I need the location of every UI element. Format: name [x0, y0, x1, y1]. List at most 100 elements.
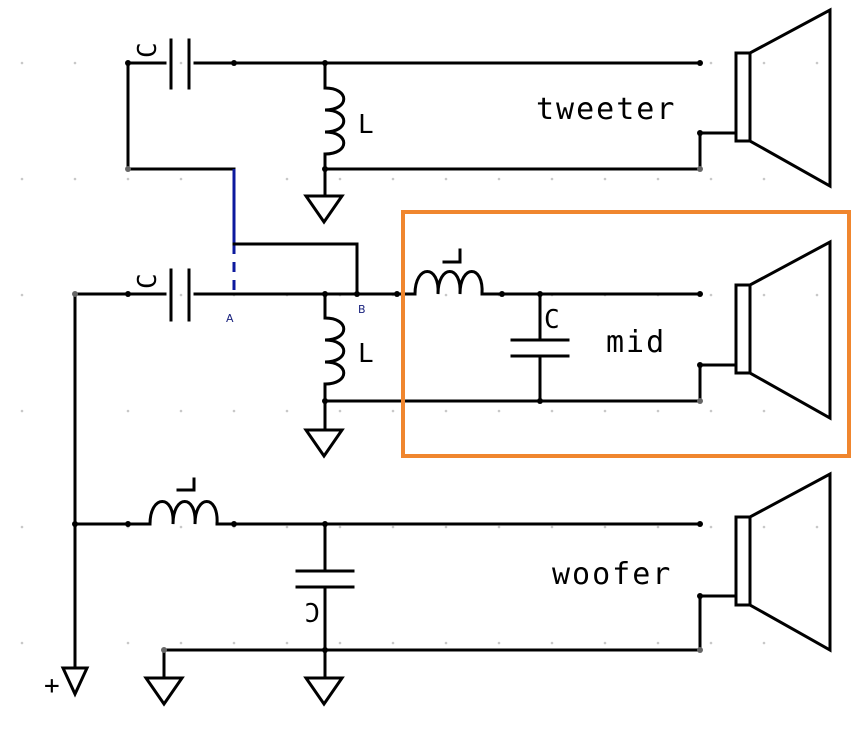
mid-selection-box[interactable]: [401, 210, 851, 458]
grid-dot: [391, 409, 395, 413]
grid-dot: [709, 61, 713, 65]
grid-dot: [179, 641, 183, 645]
mid-shunt-inductor[interactable]: [323, 292, 346, 430]
woofer-capacitor[interactable]: [295, 522, 355, 678]
grid-dot: [497, 177, 501, 181]
grid-dot: [762, 409, 766, 413]
grid-dot: [550, 641, 554, 645]
mid-label: mid: [606, 325, 666, 360]
tweeter-speaker-icon: [734, 7, 832, 189]
supply-label: +: [44, 671, 60, 701]
tweeter-ground-icon: [303, 194, 345, 225]
grid-dot: [126, 409, 130, 413]
grid-dot: [709, 177, 713, 181]
tweeter-inductor-label: L: [358, 110, 374, 140]
node-b-label: B: [358, 303, 366, 316]
woofer-speaker-icon: [734, 471, 832, 653]
grid-dot: [762, 177, 766, 181]
grid-dot: [603, 177, 607, 181]
grid-dot: [497, 409, 501, 413]
grid-dot: [656, 409, 660, 413]
grid-dot: [126, 177, 130, 181]
mid-series-capacitor-label: C: [133, 273, 163, 289]
grid-dot: [179, 61, 183, 65]
grid-dot: [73, 61, 77, 65]
mid-branch: mid C L C B: [72, 239, 832, 652]
mid-series-inductor[interactable]: [413, 248, 484, 295]
grid-dot: [232, 641, 236, 645]
grid-dot: [391, 177, 395, 181]
grid-dot: [656, 641, 660, 645]
grid-dot: [179, 525, 183, 529]
mid-capacitor[interactable]: [169, 268, 191, 322]
grid-dot: [444, 293, 448, 297]
grid-dot: [179, 177, 183, 181]
grid-dot: [338, 409, 342, 413]
grid-dot: [444, 177, 448, 181]
grid-dot: [20, 293, 24, 297]
mid-speaker-icon: [734, 239, 832, 421]
grid-dot: [497, 525, 501, 529]
grid-dot: [550, 525, 554, 529]
grid-dot: [762, 641, 766, 645]
tweeter-capacitor[interactable]: [169, 38, 191, 90]
grid-dot: [126, 641, 130, 645]
tweeter-branch: tweeter C L: [125, 7, 832, 225]
grid-dot: [762, 293, 766, 297]
supply-ground-icon: [143, 676, 185, 707]
supply-input[interactable]: +: [44, 648, 90, 701]
grid-dot: [656, 525, 660, 529]
mid-capacitor-label: C: [544, 305, 560, 335]
grid-dot: [815, 525, 819, 529]
grid-dot: [285, 641, 289, 645]
grid-dot: [603, 641, 607, 645]
grid-dot: [179, 409, 183, 413]
mid-ground-icon: [303, 428, 345, 459]
grid-dot: [550, 409, 554, 413]
mid-shunt-capacitor[interactable]: [510, 292, 570, 403]
grid-dot: [20, 409, 24, 413]
grid-dot: [338, 525, 342, 529]
grid-dot: [603, 525, 607, 529]
tweeter-capacitor-label: C: [133, 42, 163, 58]
grid-dot: [20, 525, 24, 529]
grid-dot: [391, 641, 395, 645]
supply-arrow-icon: [60, 666, 90, 698]
grid-dot: [762, 61, 766, 65]
grid-dot: [285, 409, 289, 413]
grid-dot: [709, 409, 713, 413]
grid-dot: [20, 61, 24, 65]
grid-dot: [656, 177, 660, 181]
node-a-label: A: [226, 312, 234, 325]
tweeter-label: tweeter: [536, 92, 676, 127]
grid-dot: [815, 293, 819, 297]
woofer-inductor[interactable]: [148, 477, 219, 525]
tweeter-inductor[interactable]: [323, 61, 346, 197]
grid-dot: [285, 177, 289, 181]
grid-dot: [709, 641, 713, 645]
grid-dot: [762, 525, 766, 529]
woofer-capacitor-label: C: [304, 596, 320, 626]
grid-dot: [603, 409, 607, 413]
mid-inductor-label: L: [358, 339, 374, 369]
grid-dot: [20, 641, 24, 645]
grid-dot: [338, 177, 342, 181]
woofer-branch: C woofer: [72, 471, 832, 707]
grid-dot: [338, 641, 342, 645]
grid-dot: [497, 641, 501, 645]
grid-dot: [444, 641, 448, 645]
grid-dot: [232, 409, 236, 413]
woofer-ground-icon: [303, 676, 345, 707]
grid-dot: [815, 61, 819, 65]
grid-dot: [179, 293, 183, 297]
grid-dot: [550, 177, 554, 181]
grid-dot: [73, 177, 77, 181]
grid-dot: [285, 525, 289, 529]
grid-dot: [709, 293, 713, 297]
grid-dot: [709, 525, 713, 529]
woofer-label: woofer: [552, 557, 672, 592]
grid-dot: [391, 525, 395, 529]
grid-dot: [444, 409, 448, 413]
grid-dot: [20, 177, 24, 181]
